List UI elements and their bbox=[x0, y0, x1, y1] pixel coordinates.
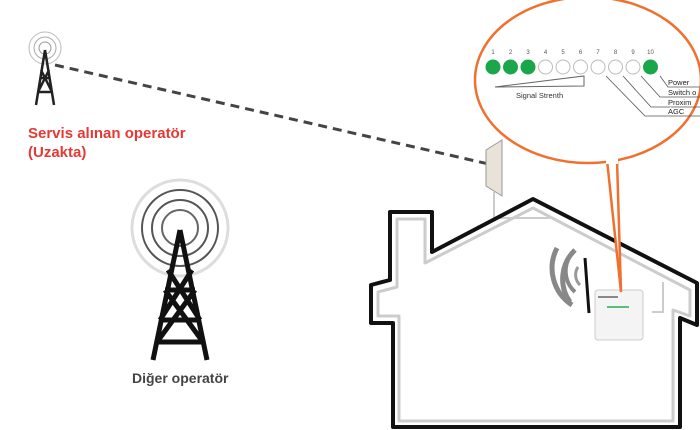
signal-strength-label: Signal Strenth bbox=[516, 91, 563, 100]
indoor-antenna-icon bbox=[549, 246, 591, 314]
led-indicator bbox=[485, 59, 501, 75]
led-indicator bbox=[643, 59, 658, 75]
led-number: 9 bbox=[631, 50, 635, 56]
remote-operator-label: Servis alınan operatör (Uzakta) bbox=[28, 124, 186, 162]
led-number: 6 bbox=[579, 50, 583, 56]
outdoor-antenna-icon bbox=[485, 139, 503, 197]
led-number: 4 bbox=[544, 50, 548, 56]
led-panel-callout: 1 2 3 4 5 6 7 8 9 10 Signal Strenth Power Switch … bbox=[473, 0, 700, 293]
led-number: 3 bbox=[526, 50, 530, 56]
led-number: 2 bbox=[509, 50, 513, 56]
other-operator-label: Diğer operatör bbox=[132, 370, 229, 386]
callout-switch: Switch o bbox=[668, 88, 696, 97]
led-number: 1 bbox=[491, 50, 495, 56]
callout-agc: AGC bbox=[668, 107, 685, 116]
led-indicator bbox=[503, 59, 518, 75]
remote-tower-icon bbox=[28, 31, 62, 106]
led-indicator bbox=[555, 59, 571, 75]
led-indicator bbox=[608, 59, 623, 75]
other-tower-icon bbox=[130, 178, 230, 361]
house-outline bbox=[369, 197, 699, 429]
callout-power: Power bbox=[668, 78, 690, 87]
callout-proximity: Proxim bbox=[668, 98, 691, 107]
led-number: 7 bbox=[596, 50, 600, 56]
remote-operator-note: (Uzakta) bbox=[28, 144, 87, 161]
led-indicator bbox=[625, 59, 641, 75]
led-indicator bbox=[590, 59, 606, 75]
remote-operator-name: Servis alınan operatör bbox=[28, 125, 186, 142]
led-indicator bbox=[538, 59, 553, 75]
led-indicator bbox=[573, 59, 588, 75]
led-number: 10 bbox=[647, 50, 654, 56]
booster-device-icon bbox=[594, 289, 644, 341]
led-number: 8 bbox=[614, 50, 618, 56]
led-indicator bbox=[520, 59, 536, 75]
led-number: 5 bbox=[561, 50, 565, 56]
